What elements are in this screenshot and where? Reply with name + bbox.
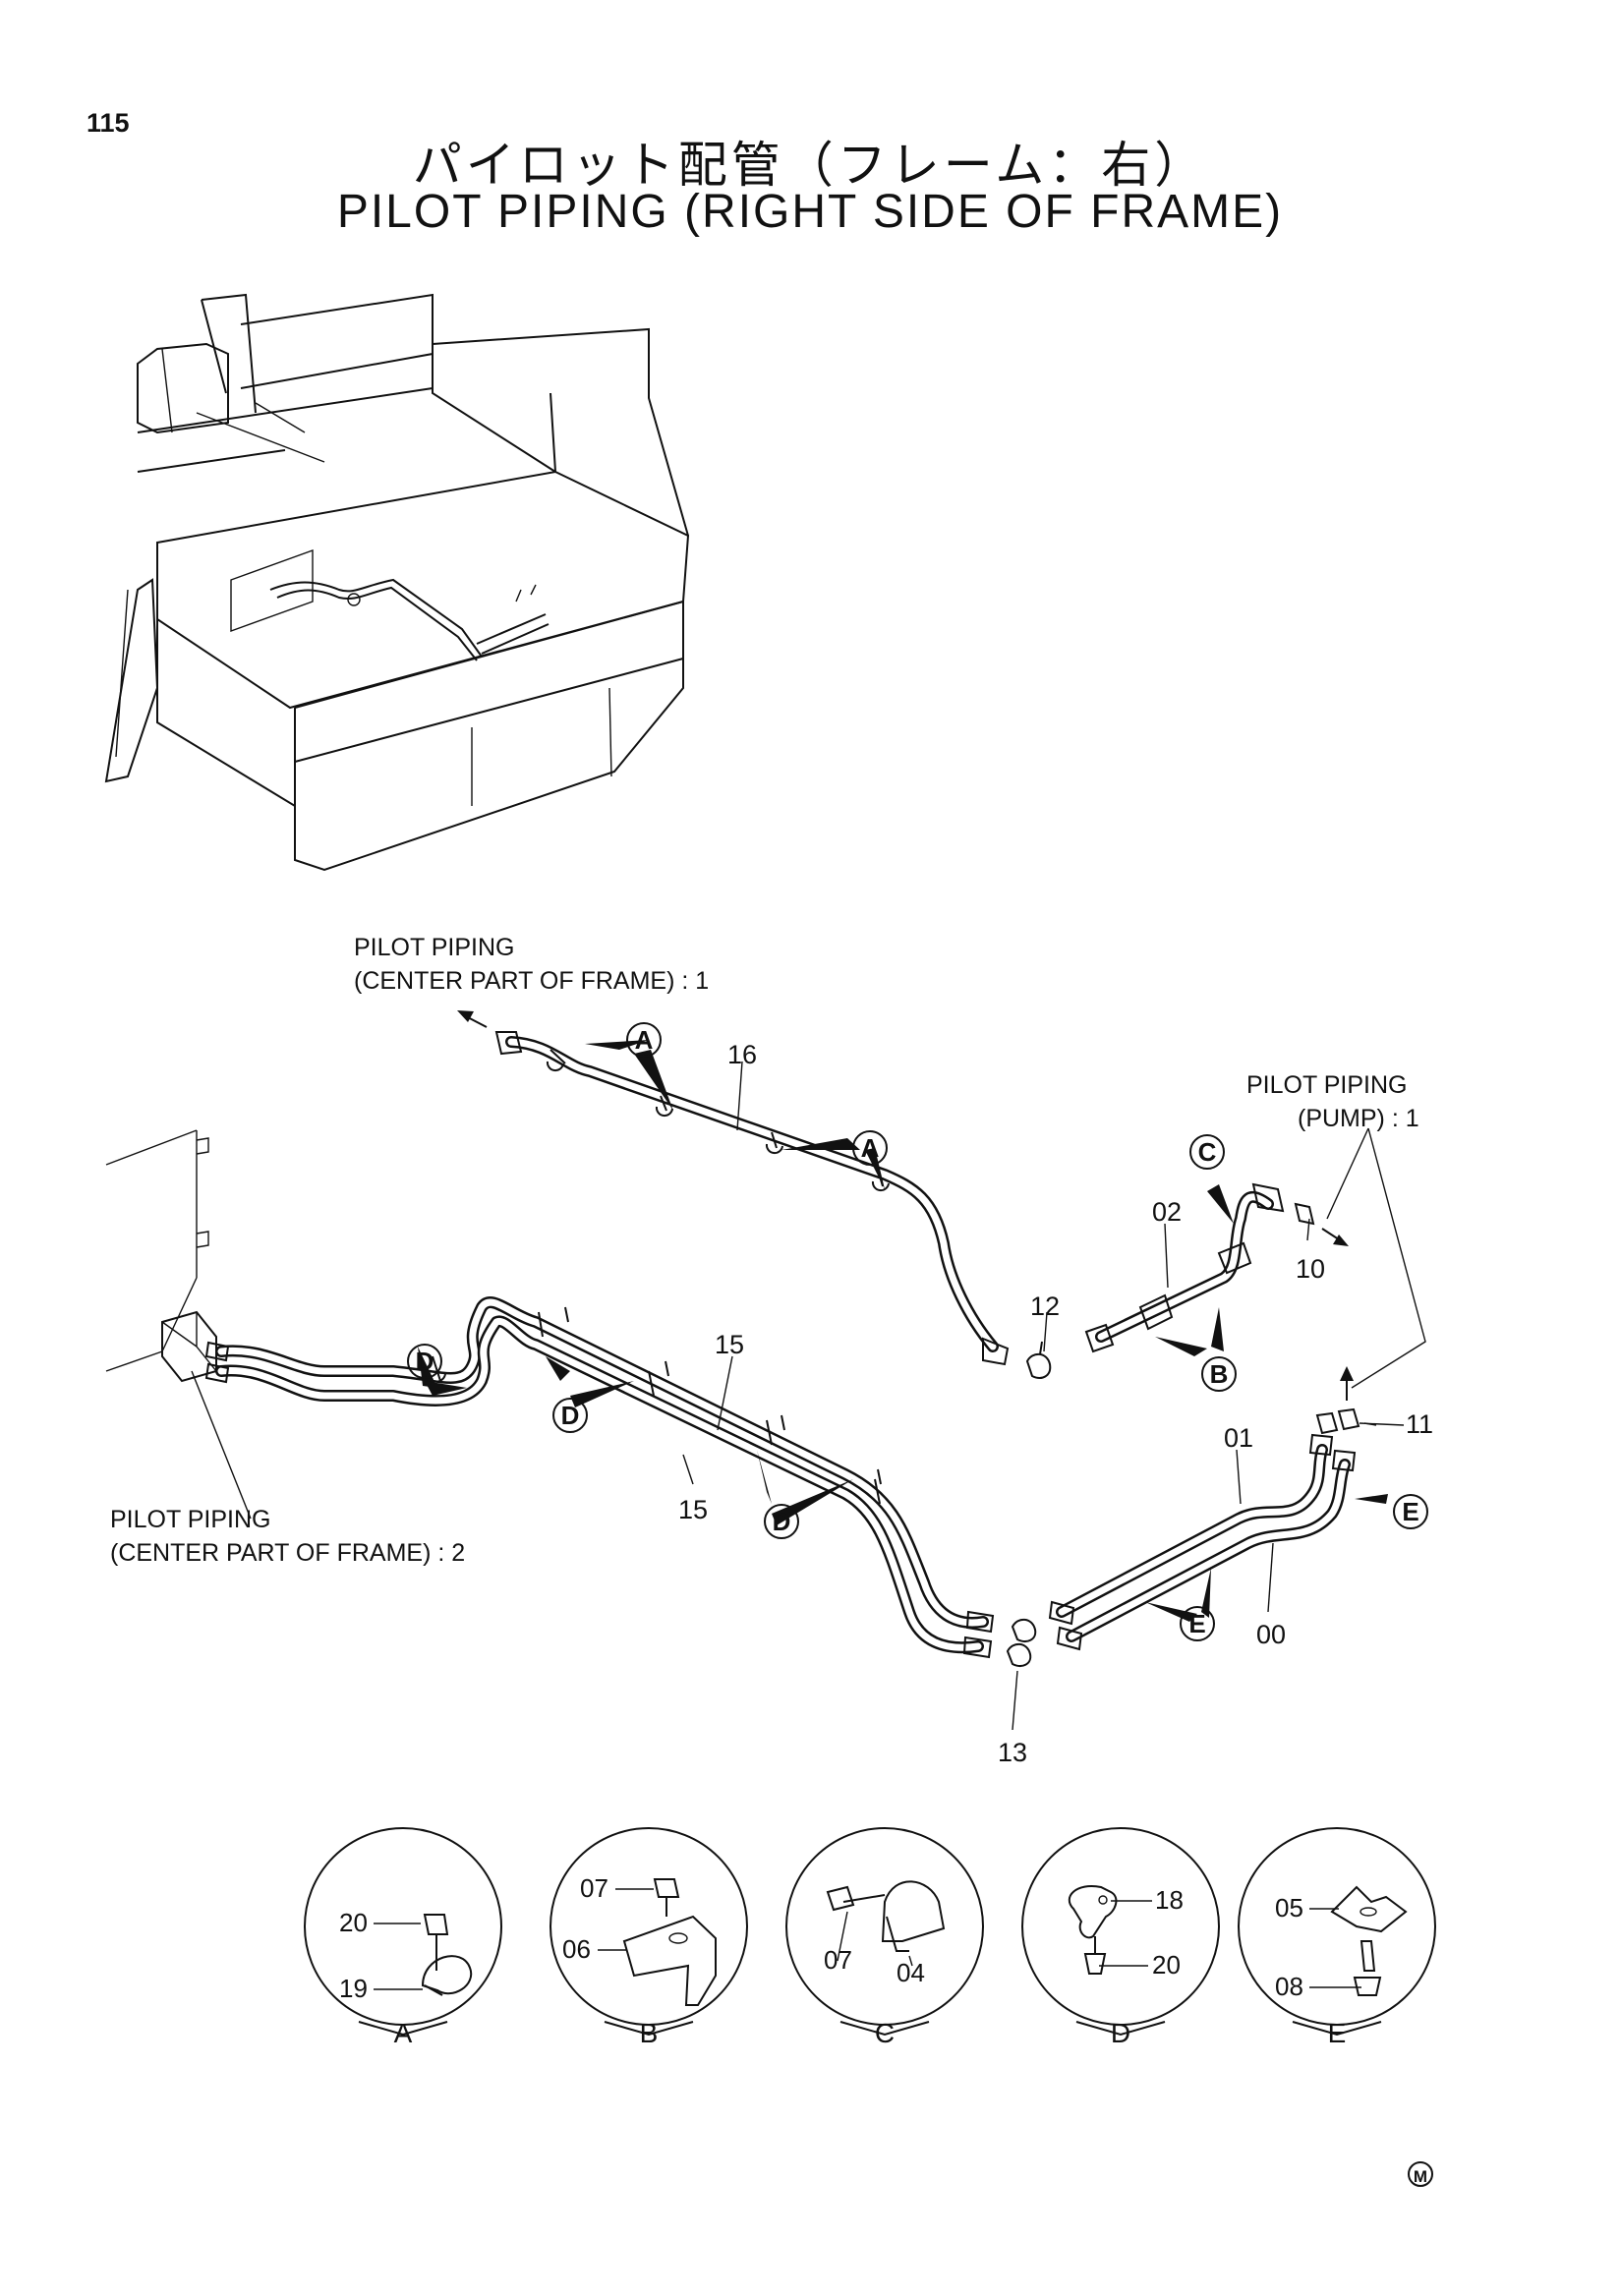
part-number-02: 02 [1152,1197,1182,1227]
page-number: 115 [87,108,130,138]
detail-views: A 20 19 B 07 06 C 07 0 [304,1827,1436,2048]
part-number-15-lower: 15 [678,1495,708,1524]
fitting-12 [1025,1352,1052,1379]
part-number-13: 13 [998,1738,1027,1767]
callout-e-lower: E [1180,1606,1215,1641]
pipe-15-upper [215,1296,989,1629]
svg-text:06: 06 [562,1934,591,1964]
detail-b: B 07 06 [550,1827,748,2048]
ref-center-2-line2: (CENTER PART OF FRAME) : 2 [110,1539,465,1567]
detail-c: C 07 04 [785,1827,984,2048]
detail-c-label: C [875,2018,895,2048]
page-title-japanese: パイロット配管（フレーム：右） [412,137,1208,194]
fitting-13 [1011,1618,1037,1642]
callout-d-right: D [764,1504,799,1539]
part-number-01: 01 [1224,1423,1253,1453]
svg-text:M: M [1414,2167,1427,2186]
callout-b: B [1201,1356,1237,1392]
part-number-16: 16 [727,1040,757,1069]
svg-text:20: 20 [1152,1950,1181,1980]
callout-a-upper: A [626,1022,662,1058]
ref-pump-line2: (PUMP) : 1 [1298,1105,1419,1132]
callout-a-lower: A [852,1130,888,1166]
part-number-10: 10 [1296,1254,1325,1284]
svg-text:A: A [635,1025,654,1055]
svg-text:E: E [1188,1609,1205,1638]
fitting-11 [1315,1407,1360,1435]
svg-text:D: D [416,1347,434,1376]
page-title: PILOT PIPING (RIGHT SIDE OF FRAME) [336,186,1284,238]
ref-center-1-line2: (CENTER PART OF FRAME) : 1 [354,967,709,995]
part-number-15-upper: 15 [715,1330,744,1359]
svg-text:C: C [1198,1137,1217,1167]
manufacturer-mark: M [1408,2161,1433,2187]
callout-d-middle: D [552,1398,588,1433]
svg-text:19: 19 [339,1974,368,2003]
svg-text:D: D [561,1401,580,1430]
part-number-00: 00 [1256,1620,1286,1649]
callout-e-right: E [1393,1494,1428,1529]
ref-center-1-line1: PILOT PIPING [354,934,514,961]
callout-d-left: D [407,1344,442,1379]
part-number-11: 11 [1406,1409,1433,1439]
svg-text:20: 20 [339,1908,368,1937]
pilot-piping-diagram: A A C B D D D E [105,934,1433,1767]
svg-text:18: 18 [1155,1885,1184,1915]
svg-text:08: 08 [1275,1972,1303,2001]
svg-text:D: D [773,1507,791,1536]
svg-text:E: E [1402,1497,1418,1526]
fitting-10 [1294,1202,1315,1226]
part-number-12: 12 [1030,1292,1060,1321]
detail-a-label: A [394,2018,413,2048]
detail-e-label: E [1328,2018,1347,2048]
ref-center-2-line1: PILOT PIPING [110,1506,270,1533]
svg-text:A: A [861,1133,880,1163]
callout-c: C [1189,1134,1225,1170]
svg-text:07: 07 [580,1873,608,1903]
ref-pump-line1: PILOT PIPING [1246,1071,1407,1099]
detail-a: A 20 19 [304,1827,502,2048]
detail-d: D 18 20 [1021,1827,1220,2048]
svg-text:B: B [1210,1359,1229,1389]
detail-e: E 05 08 [1238,1827,1436,2048]
detail-d-label: D [1111,2018,1130,2048]
detail-b-label: B [640,2018,659,2048]
svg-text:05: 05 [1275,1893,1303,1923]
frame-overview-illustration [104,293,690,872]
